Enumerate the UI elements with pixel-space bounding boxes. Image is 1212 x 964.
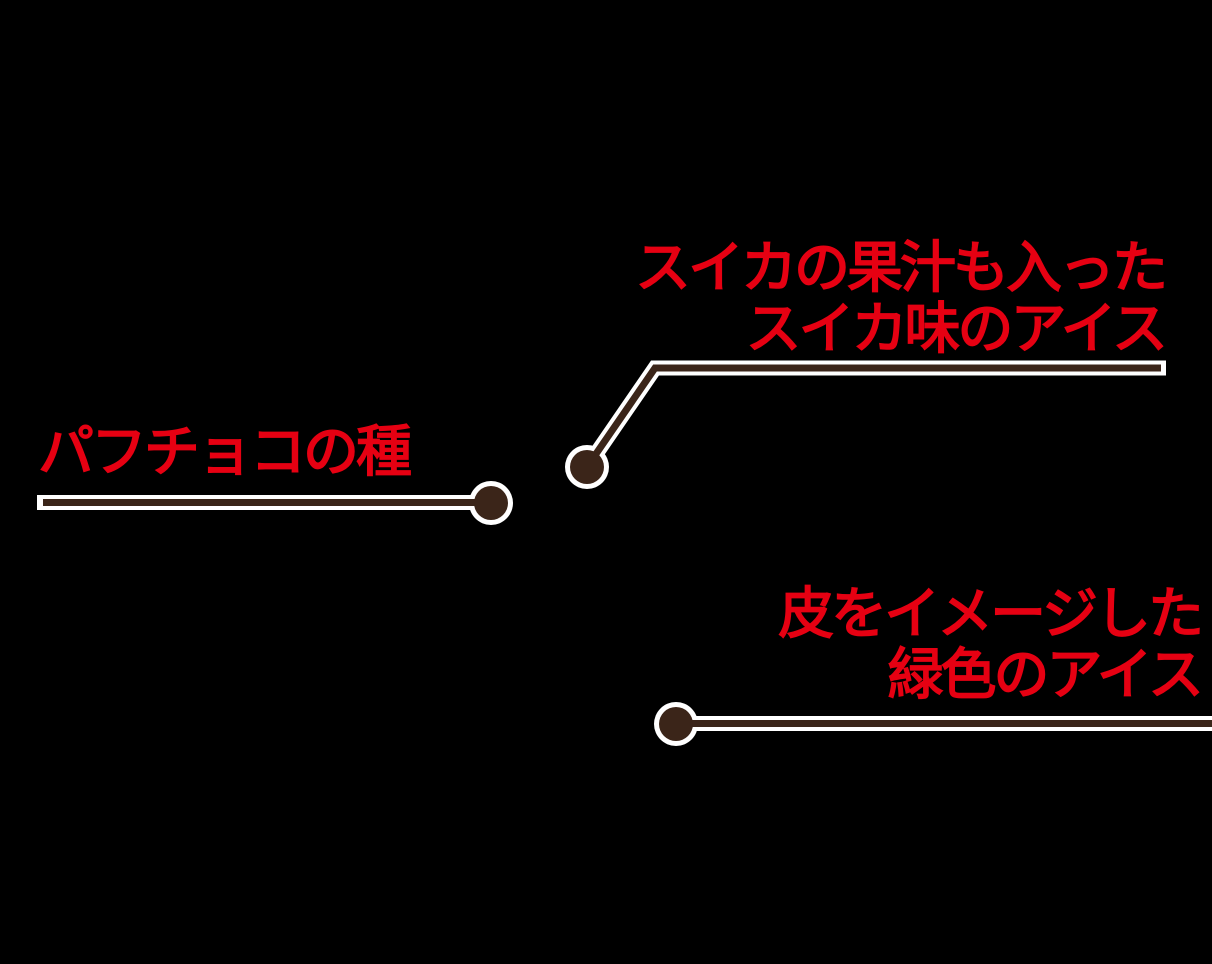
label-puff-choco-seeds: パフチョコの種: [38, 420, 412, 483]
label-puff-choco-seeds-line1: パフチョコの種: [38, 420, 412, 483]
label-rind-green-ice-line2: 緑色のアイス: [887, 643, 1204, 706]
label-watermelon-ice-line2: スイカ味のアイス: [745, 297, 1168, 360]
label-watermelon-ice-line1: スイカの果汁も入った: [635, 236, 1168, 299]
callout-dot: [474, 486, 508, 520]
callout-dot: [570, 450, 604, 484]
callout-connector-puff-choco-seeds: [37, 481, 513, 525]
callout-connector-watermelon-ice: [565, 360, 1166, 489]
callout-line: [584, 364, 1161, 469]
label-rind-green-ice-line1: 皮をイメージした: [778, 582, 1204, 645]
callout-connector-rind-green-ice: [654, 702, 1212, 746]
callout-dot: [659, 707, 693, 741]
label-watermelon-ice: スイカの果汁も入った スイカ味のアイス: [635, 236, 1168, 360]
callout-line-outline: [580, 360, 1166, 472]
label-rind-green-ice: 皮をイメージした 緑色のアイス: [778, 582, 1204, 706]
